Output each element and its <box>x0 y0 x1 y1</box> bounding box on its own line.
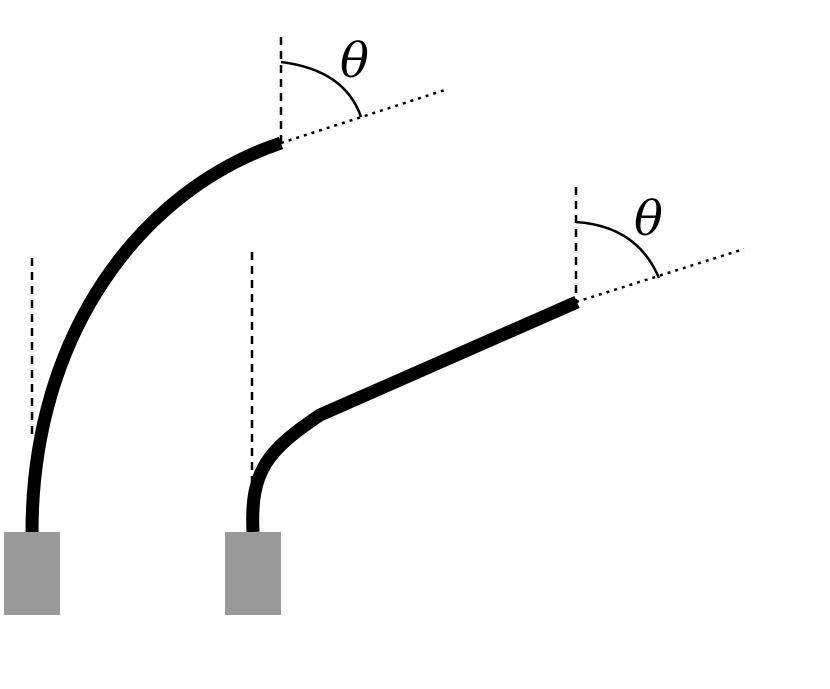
left-rod-assembly: θ <box>4 33 449 615</box>
right-rod-base-block <box>225 532 281 615</box>
right-tip-tangent-extension <box>575 247 745 304</box>
right-angle-arc <box>575 220 661 279</box>
right-rod <box>246 296 580 533</box>
right-angle-label: θ <box>634 191 663 247</box>
right-rod-assembly: θ <box>225 187 745 615</box>
left-rod <box>25 136 284 533</box>
left-angle-arc <box>280 60 363 118</box>
left-rod-base-block <box>4 532 60 615</box>
left-angle-label: θ <box>340 33 369 89</box>
left-tip-tangent-extension <box>280 87 449 145</box>
